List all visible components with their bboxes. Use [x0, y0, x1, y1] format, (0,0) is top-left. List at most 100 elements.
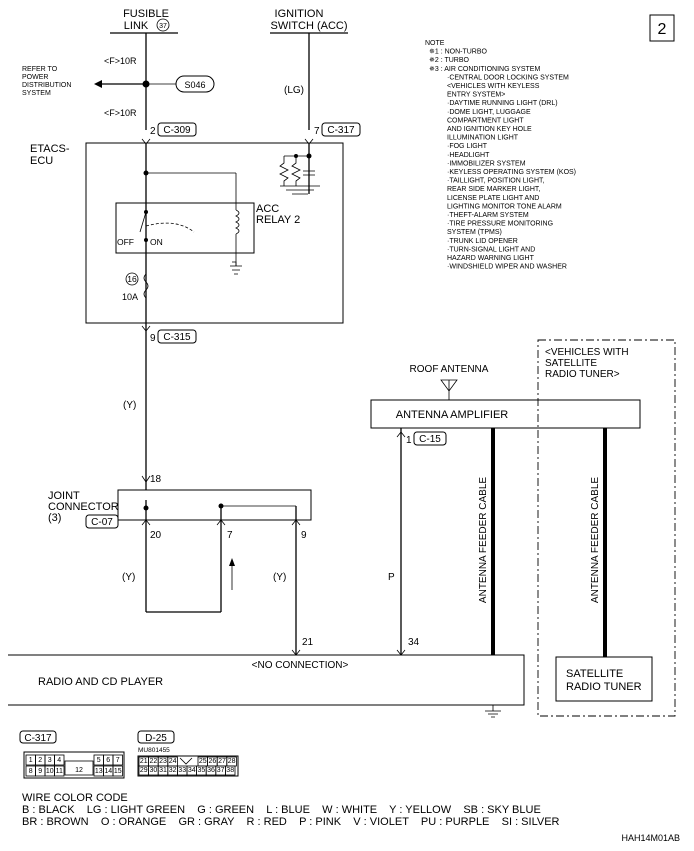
d25-pin: 32 — [169, 767, 177, 774]
radio-pin-21: 21 — [302, 637, 314, 648]
joint-connector-label-3: (3) — [48, 512, 61, 524]
resistor-1-icon — [279, 156, 289, 186]
feeder-cable-label-2: ANTENNA FEEDER CABLE — [590, 477, 601, 603]
d25-id: D-25 — [145, 733, 167, 744]
joint-connector-label-2: CONNECTOR — [48, 501, 119, 513]
refer-to-4: SYSTEM — [22, 90, 51, 97]
fuse-amp: 10A — [122, 292, 138, 302]
rc-node — [294, 154, 298, 158]
vehicles-note-2: SATELLITE — [545, 358, 597, 369]
fuse-number: 16 — [127, 274, 137, 284]
c317-pin: 4 — [57, 757, 61, 764]
relay-on-contact — [144, 238, 148, 242]
c317-pin: 12 — [75, 767, 83, 774]
jc-pin-7: 7 — [227, 530, 233, 541]
acc-relay-box — [115, 202, 255, 254]
joint-connector-label-1: JOINT — [48, 490, 80, 502]
d25-pin: 21 — [140, 758, 148, 765]
note-line: ✵1 : NON-TURBO — [429, 48, 488, 56]
fuse-icon — [143, 273, 149, 299]
note-line: COMPARTMENT LIGHT — [447, 117, 524, 124]
note-line: LICENSE PLATE LIGHT AND — [447, 195, 539, 202]
d25-key-mark — [179, 757, 193, 765]
note-line: ·TRUNK LID OPENER — [447, 238, 518, 245]
wire-p: P — [388, 572, 395, 583]
c317-pin: 13 — [95, 768, 103, 775]
amp-pin-1-chevron — [396, 431, 406, 438]
jc-pin-9: 9 — [301, 530, 307, 541]
satellite-tuner-label-2: RADIO TUNER — [566, 681, 642, 693]
note-line: ·THEFT-ALARM SYSTEM — [447, 212, 529, 219]
ground-icon-etacs — [280, 185, 320, 195]
splice-label: S046 — [184, 80, 205, 90]
radio-box — [8, 654, 525, 706]
radio-ground-icon — [485, 705, 501, 718]
relay-ground-icon — [230, 261, 242, 275]
c317-pin-cell — [54, 754, 65, 766]
fusible-link-label-2: LINK — [124, 20, 149, 32]
joint-connector-conn: C-07 — [91, 517, 113, 528]
note-line: NOTE — [425, 40, 445, 47]
fusible-link-number-circle — [156, 18, 170, 32]
etacs-label-1: ETACS- — [30, 143, 70, 155]
wire-f10r-bottom: <F>10R — [104, 108, 137, 118]
page-number-box — [649, 14, 675, 42]
note-line: SYSTEM (TPMS) — [447, 229, 502, 236]
wire-color-code-line-1: B : BLACK LG : LIGHT GREEN G : GREEN L :… — [22, 804, 541, 816]
antenna-amplifier-label: ANTENNA AMPLIFIER — [396, 409, 509, 421]
note-line: REAR SIDE MARKER LIGHT, — [447, 186, 540, 193]
d25-pin: 30 — [150, 767, 158, 774]
d25-pin: 25 — [199, 758, 207, 765]
note-line: ·DOME LIGHT, LUGGAGE — [447, 109, 531, 116]
relay-switch-pivot — [144, 210, 148, 214]
note-line: ·TURN-SIGNAL LIGHT AND — [447, 246, 535, 253]
note-line: AND IGNITION KEY HOLE — [447, 126, 532, 133]
relay-switch-contact — [139, 211, 147, 233]
d25-pin: 22 — [150, 758, 158, 765]
relay-on-label: ON — [150, 237, 163, 247]
satellite-tuner-label-1: SATELLITE — [566, 668, 623, 680]
etacs-pin-7: 7 — [314, 126, 320, 137]
note-line: ILLUMINATION LIGHT — [447, 135, 519, 142]
d25-pin: 23 — [159, 758, 167, 765]
amp-conn-box — [413, 431, 447, 446]
c317-pin-cell — [112, 765, 123, 777]
amp-pin-1: 1 — [406, 435, 412, 446]
etacs-pin-9: 9 — [150, 333, 156, 344]
note-line: ENTRY SYSTEM> — [447, 92, 505, 99]
acc-relay-label-1: ACC — [256, 203, 279, 215]
capacitor-icon — [303, 163, 315, 186]
relay-coil-icon — [235, 209, 240, 235]
c317-pin: 11 — [56, 768, 63, 775]
page-number: 2 — [658, 21, 667, 38]
c317-pin: 14 — [104, 768, 112, 775]
note-line: ·WINDSHIELD WIPER AND WASHER — [447, 264, 567, 271]
note-line: ·FOG LIGHT — [447, 143, 488, 150]
jc-pin-18-chevron — [141, 475, 151, 483]
c317-pin: 6 — [106, 757, 110, 764]
note-line: LIGHTING MONITOR TONE ALARM — [447, 203, 562, 210]
jc-pin-7-chevron — [216, 519, 226, 526]
vehicles-note-3: RADIO TUNER> — [545, 369, 620, 380]
d25-pin: 34 — [188, 767, 196, 774]
radio-pin-21-chevron — [291, 649, 301, 656]
wire-y-1: (Y) — [123, 400, 136, 411]
c317-pin-cell — [112, 754, 123, 766]
c317-pin: 15 — [114, 768, 122, 775]
c317-pin: 2 — [38, 757, 42, 764]
ignition-switch-label-2: SWITCH (ACC) — [271, 20, 348, 32]
etacs-conn-c315-box — [157, 329, 197, 344]
note-line: HAZARD WARNING LIGHT — [447, 255, 535, 262]
note-line: <VEHICLES WITH KEYLESS — [447, 83, 540, 90]
d25-pin: 24 — [169, 758, 177, 765]
etacs-conn-c309: C-309 — [163, 125, 191, 136]
etacs-pin-2: 2 — [150, 126, 156, 137]
relay-off-label: OFF — [117, 237, 134, 247]
c317-pin: 7 — [116, 757, 120, 764]
refer-to-3: DISTRIBUTION — [22, 82, 71, 89]
radio-pin-34: 34 — [408, 637, 420, 648]
note-line: ✵3 : AIR CONDITIONING SYSTEM — [429, 65, 540, 73]
c317-id-box — [19, 730, 57, 744]
jc-pin-18: 18 — [150, 474, 162, 485]
